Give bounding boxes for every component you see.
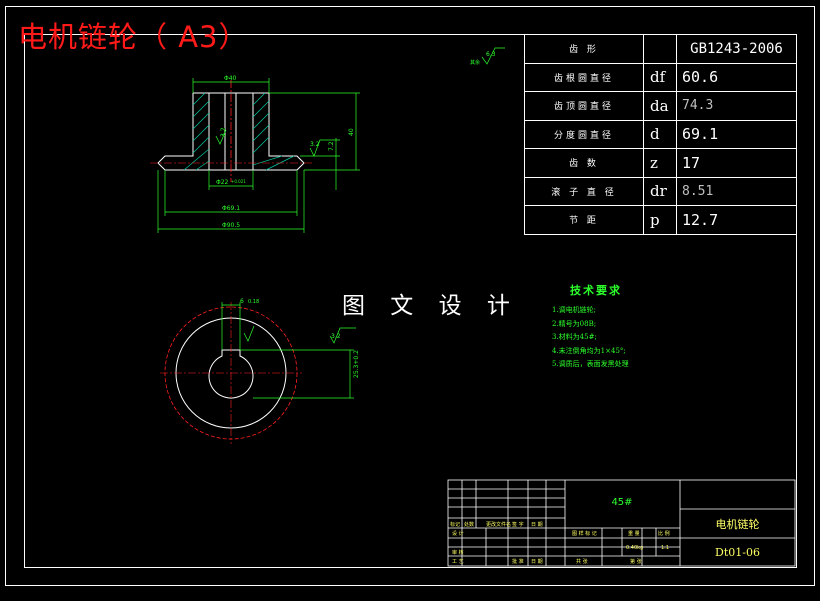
- technical-requirements: 技术要求 1.调电机链轮; 2.精号为08B; 3.材料为45#; 4.未注倒角…: [552, 282, 629, 372]
- tb-stage: 图 样 标 记: [572, 531, 597, 537]
- param-value: 12.7: [676, 205, 797, 235]
- tech-line-1: 1.调电机链轮;: [552, 306, 597, 314]
- param-label: 齿 形: [524, 34, 644, 64]
- param-label: 节 距: [524, 205, 644, 235]
- rough-3: 3.2: [331, 333, 341, 340]
- rough-rest-symbol: [481, 47, 505, 65]
- param-label: 分度圆直径: [524, 119, 644, 149]
- param-row: 齿 形 GB1243-2006: [524, 34, 797, 64]
- inner-border: [24, 34, 797, 568]
- param-symbol: z: [643, 148, 677, 178]
- param-value: 74.3: [676, 91, 797, 121]
- dim-pitch-dia: Φ69.1: [222, 205, 240, 212]
- tb-design: 设 计: [452, 531, 464, 537]
- param-symbol: dr: [643, 176, 677, 206]
- dim-outer-dia: Φ90.5: [222, 222, 240, 229]
- tb-scale-label: 比 例: [658, 531, 670, 537]
- param-symbol: [643, 34, 677, 64]
- side-dim-text: 6 0.18 25.3+0.2 3.2: [240, 298, 360, 378]
- rough-1: 3.2: [310, 141, 320, 148]
- rough-2: 3.2: [220, 127, 227, 137]
- param-label: 齿顶圆直径: [524, 91, 644, 121]
- drawing-title: 电机链轮（ A3）: [18, 20, 249, 54]
- rough-rest: 6.3: [486, 51, 496, 58]
- dim-keyway-width: 6: [240, 298, 244, 305]
- param-label: 齿 数: [524, 148, 644, 178]
- tech-line-2: 2.精号为08B;: [552, 319, 597, 328]
- param-value: 60.6: [676, 62, 797, 92]
- tb-sheet: 第 张: [630, 559, 642, 565]
- titleblock-part-name: 电机链轮: [715, 518, 760, 531]
- tech-line-5: 5.调质后，表面发黑处理: [552, 360, 629, 368]
- tb-weight-label: 重 量: [628, 531, 640, 537]
- rough-rest-label: 其余: [470, 59, 480, 66]
- tb-scale: 1:1: [661, 545, 670, 551]
- param-label: 齿根圆直径: [524, 62, 644, 92]
- param-value: 8.51: [676, 176, 797, 206]
- param-value: GB1243-2006: [676, 34, 797, 64]
- tb-col-mark: 标记: [450, 522, 461, 528]
- param-symbol: df: [643, 62, 677, 92]
- tb-col-count: 处数: [464, 522, 475, 528]
- param-symbol: da: [643, 91, 677, 121]
- dim-keyway-tol: 0.18: [248, 299, 259, 305]
- front-dimensions: [157, 78, 360, 233]
- titleblock-material: 45#: [611, 497, 633, 508]
- param-symbol: p: [643, 205, 677, 235]
- param-label: 滚 子 直 径: [524, 176, 644, 206]
- param-value: 69.1: [676, 119, 797, 149]
- tb-check: 审 核: [452, 550, 464, 556]
- tb-process: 工 艺: [452, 559, 464, 565]
- param-symbol: d: [643, 119, 677, 149]
- dim-bore-tol: +0.021: [231, 179, 246, 184]
- tb-approve: 批 准: [512, 559, 524, 565]
- center-caption: 图 文 设 计: [342, 293, 519, 319]
- tb-col-file: 更改文件名: [486, 522, 512, 528]
- title-block-lines: [447, 479, 796, 567]
- tb-col-date: 日 期: [531, 522, 543, 528]
- tb-col-sign: 签 字: [512, 522, 524, 528]
- dim-keyway: 25.3+0.2: [353, 350, 360, 378]
- tech-line-4: 4.未注倒角均为1×45°;: [552, 346, 626, 355]
- tb-date: 日 期: [531, 559, 543, 565]
- side-view: [160, 302, 302, 444]
- param-value: 17: [676, 148, 797, 178]
- dim-thickness: 7.2: [328, 141, 335, 151]
- titleblock-drawing-code: Dt01-06: [715, 546, 760, 559]
- side-dimensions: [221, 302, 356, 399]
- bore-with-keyway: [208, 349, 254, 399]
- dim-top-dia: Φ40: [224, 75, 237, 82]
- tb-sheets: 共 张: [576, 559, 588, 565]
- dim-height: 40: [348, 128, 355, 136]
- hatching: [183, 92, 295, 171]
- outer-border: [5, 6, 815, 586]
- front-dim-text: Φ40 Φ22 +0.021 Φ69.1 Φ90.5 40 7.2 3.2 3.…: [216, 51, 496, 229]
- tech-heading: 技术要求: [570, 284, 622, 297]
- dim-bore-dia: Φ22: [216, 179, 229, 186]
- tech-line-3: 3.材料为45#;: [552, 333, 597, 341]
- tb-weight: 0.40kg: [626, 545, 644, 551]
